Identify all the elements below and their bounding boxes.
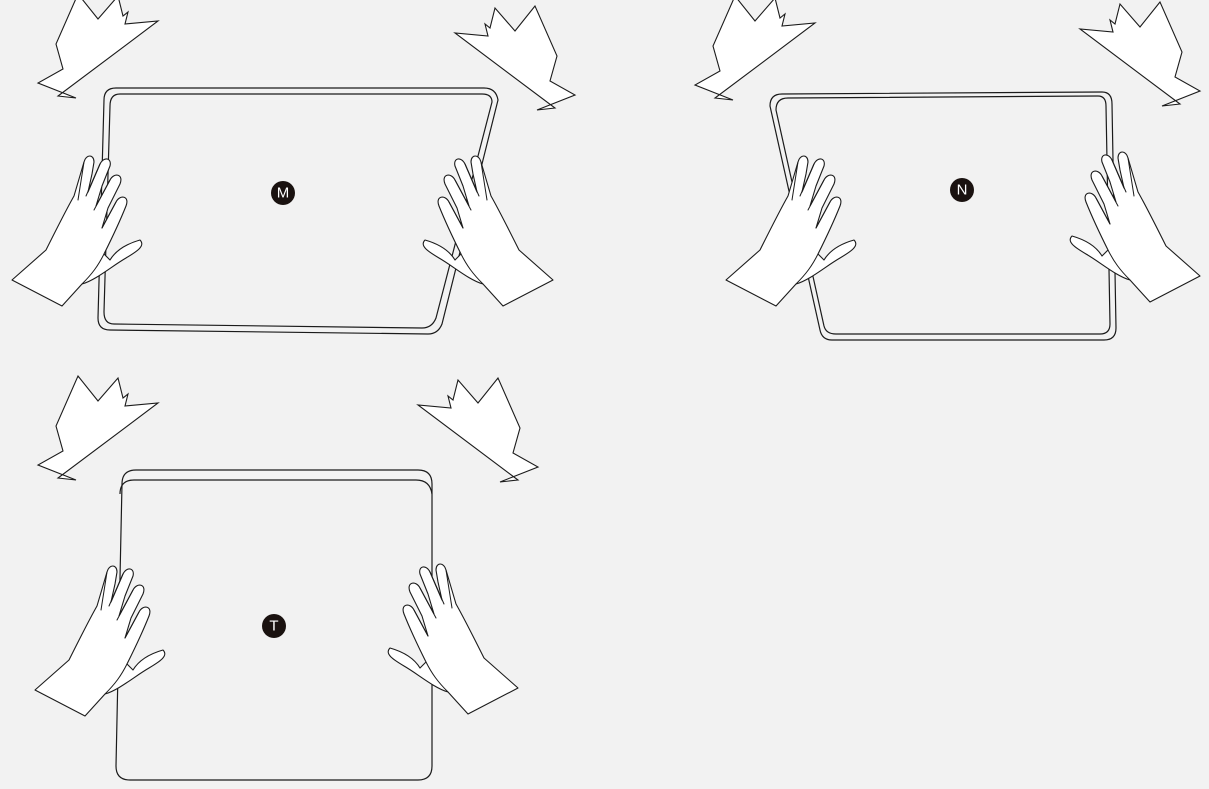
left-hand-icon xyxy=(12,156,142,306)
panel-label: N xyxy=(957,182,968,199)
left-burst-icon xyxy=(695,0,815,100)
right-burst-icon xyxy=(1080,2,1200,106)
panel-label: T xyxy=(269,618,278,635)
panel-label-badge: T xyxy=(262,614,286,638)
left-hand-icon xyxy=(35,566,165,716)
panel-m: M xyxy=(12,0,575,334)
right-hand-icon xyxy=(423,156,553,306)
panel-t: T xyxy=(35,376,538,780)
right-hand-icon xyxy=(1070,152,1200,302)
panel-label-badge: M xyxy=(271,181,295,205)
left-burst-icon xyxy=(38,0,158,98)
panel-n: N xyxy=(695,0,1200,340)
right-burst-icon xyxy=(418,378,538,482)
right-hand-icon xyxy=(388,564,518,714)
panel-label-badge: N xyxy=(950,178,974,202)
board xyxy=(98,88,498,334)
left-burst-icon xyxy=(38,376,158,480)
panel-label: M xyxy=(277,185,290,202)
